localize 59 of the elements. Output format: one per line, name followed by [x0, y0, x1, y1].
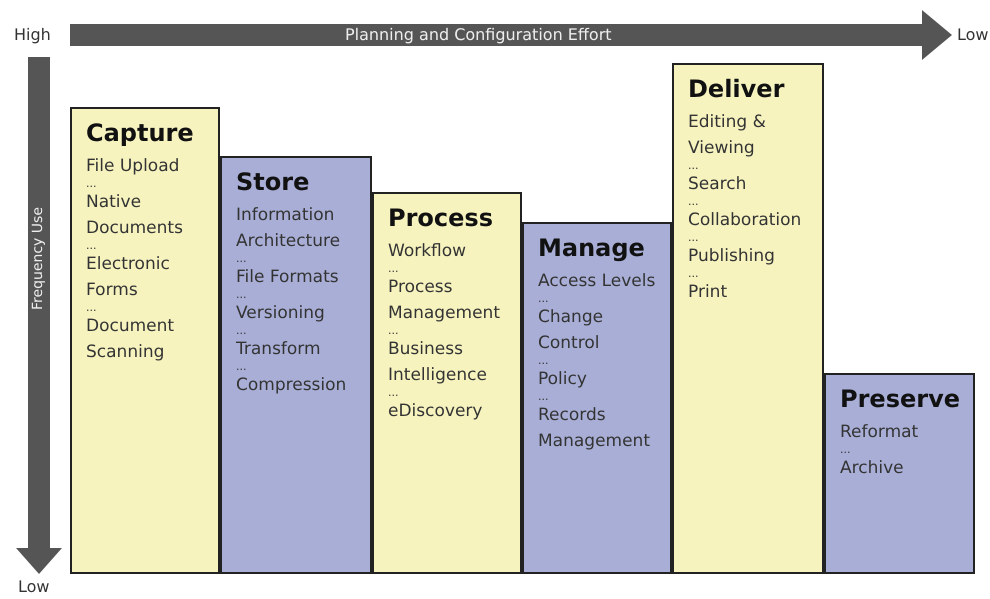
separator-dots: ...: [538, 294, 548, 304]
list-item: Change Control: [538, 306, 604, 355]
list-item: Publishing: [688, 245, 776, 268]
axis-end-label: Low: [957, 25, 989, 44]
category-column: [70, 107, 220, 574]
list-item: Business Intelligence: [388, 338, 488, 387]
column-heading: Process: [388, 204, 493, 232]
list-item: Workflow: [388, 240, 468, 263]
category-column: [220, 156, 372, 574]
list-item: Compression: [236, 374, 348, 397]
column-heading: Store: [236, 168, 310, 196]
separator-dots: ...: [236, 290, 246, 300]
list-item: Reformat: [840, 421, 920, 444]
separator-dots: ...: [688, 161, 698, 171]
axis-title: Planning and Configuration Effort: [345, 25, 612, 44]
separator-dots: ...: [236, 326, 246, 336]
list-item: Editing & Viewing: [688, 111, 767, 160]
column-heading: Deliver: [688, 75, 784, 103]
list-item: Information Architecture: [236, 204, 342, 253]
axis-title: Frequency Use: [30, 207, 46, 310]
category-column: [824, 373, 975, 574]
separator-dots: ...: [538, 392, 548, 402]
separator-dots: ...: [388, 264, 398, 274]
category-column: [522, 222, 672, 574]
category-column: [672, 63, 824, 574]
list-item: Access Levels: [538, 270, 656, 293]
separator-dots: ...: [538, 356, 548, 366]
separator-dots: ...: [688, 233, 698, 243]
list-item: Versioning: [236, 302, 326, 325]
separator-dots: ...: [388, 388, 398, 398]
separator-dots: ...: [86, 241, 96, 251]
list-item: Records Management: [538, 404, 651, 453]
separator-dots: ...: [388, 326, 398, 336]
list-item: Collaboration: [688, 209, 802, 232]
separator-dots: ...: [236, 254, 246, 264]
separator-dots: ...: [236, 362, 246, 372]
separator-dots: ...: [86, 303, 96, 313]
separator-dots: ...: [840, 445, 850, 455]
list-item: Policy: [538, 368, 588, 391]
column-heading: Capture: [86, 119, 194, 147]
axis-end-label: Low: [18, 577, 50, 596]
list-item: File Upload: [86, 155, 180, 178]
list-item: eDiscovery: [388, 400, 484, 423]
list-item: File Formats: [236, 266, 340, 289]
list-item: Search: [688, 173, 748, 196]
separator-dots: ...: [86, 179, 96, 189]
column-heading: Manage: [538, 234, 645, 262]
list-item: Print: [688, 281, 728, 304]
column-heading: Preserve: [840, 385, 960, 413]
list-item: Electronic Forms: [86, 253, 171, 302]
list-item: Archive: [840, 457, 905, 480]
axis-end-label: High: [14, 25, 51, 44]
separator-dots: ...: [688, 269, 698, 279]
list-item: Transform: [236, 338, 322, 361]
separator-dots: ...: [688, 197, 698, 207]
category-column: [372, 192, 522, 574]
list-item: Native Documents: [86, 191, 184, 240]
list-item: Process Management: [388, 276, 501, 325]
list-item: Document Scanning: [86, 315, 176, 364]
